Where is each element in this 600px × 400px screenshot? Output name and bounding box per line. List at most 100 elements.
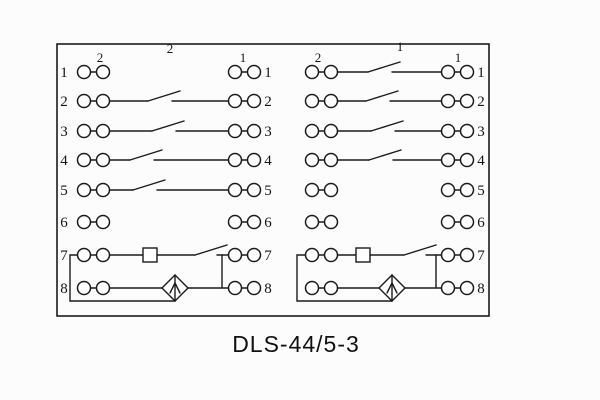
terminal-row: 2: [304, 90, 485, 110]
terminal-circle: [246, 247, 262, 263]
terminal-number-right: 8: [477, 281, 485, 297]
terminal-number-right: 3: [477, 124, 485, 140]
terminal-circle: [246, 152, 262, 168]
terminal-row: 3: [304, 120, 485, 140]
terminal-number-left: 2: [60, 94, 68, 110]
terminal-circle: [440, 64, 456, 80]
terminal-number-right: 4: [264, 153, 272, 169]
terminal-circle: [304, 247, 320, 263]
terminal-circle: [304, 214, 320, 230]
terminal-circle: [323, 280, 339, 296]
diagram-caption: DLS-44/5-3: [232, 331, 360, 357]
loop-wire: [296, 254, 393, 302]
terminal-circle: [95, 214, 111, 230]
terminal-circle: [95, 123, 111, 139]
terminal-number-right: 7: [477, 248, 485, 264]
terminal-number-left: 6: [60, 215, 68, 231]
terminal-circle: [304, 280, 320, 296]
terminal-number-right: 6: [477, 215, 485, 231]
terminal-circle: [323, 182, 339, 198]
contact-blade: [403, 244, 437, 256]
terminal-circle: [323, 214, 339, 230]
terminal-circle: [459, 214, 475, 230]
terminal-circle: [95, 152, 111, 168]
contact-blade: [147, 90, 181, 102]
terminal-circle: [76, 152, 92, 168]
contact-blade: [370, 120, 404, 132]
terminal-number-right: 2: [264, 94, 272, 110]
terminal-number-right: 1: [477, 65, 485, 81]
contact-group-label: 1: [397, 39, 404, 54]
terminal-circle: [459, 64, 475, 80]
terminal-circle: [459, 93, 475, 109]
terminal-number-left: 3: [60, 124, 68, 140]
terminal-number-right: 7: [264, 248, 272, 264]
terminal-circle: [76, 182, 92, 198]
contact-group-label: 2: [167, 41, 174, 56]
terminal-number-right: 3: [264, 124, 272, 140]
terminal-circle: [227, 123, 243, 139]
terminal-circle: [459, 152, 475, 168]
contact-blade: [129, 149, 163, 161]
terminal-number-right: 1: [264, 65, 272, 81]
terminal-circle: [95, 182, 111, 198]
terminal-circle: [440, 93, 456, 109]
terminal-circle: [76, 64, 92, 80]
terminal-circle: [76, 123, 92, 139]
terminal-circle: [76, 280, 92, 296]
terminal-number-left: 4: [60, 153, 68, 169]
contact-blade: [365, 90, 399, 102]
loop-wire: [69, 254, 176, 302]
terminal-row: 7: [304, 244, 485, 264]
terminal-circle: [440, 123, 456, 139]
terminal-circle: [76, 214, 92, 230]
terminal-row: 8: [304, 274, 485, 302]
terminal-circle: [459, 182, 475, 198]
terminal-circle: [246, 182, 262, 198]
terminal-circle: [246, 123, 262, 139]
terminal-circle: [227, 64, 243, 80]
terminal-number-right: 6: [264, 215, 272, 231]
terminal-circle: [459, 123, 475, 139]
terminal-circle: [459, 280, 475, 296]
terminal-number-right: 4: [477, 153, 485, 169]
terminal-number-left: 8: [60, 281, 68, 297]
rectifier-arrow: [386, 281, 398, 294]
terminal-circle: [304, 123, 320, 139]
terminal-circle: [323, 152, 339, 168]
resistor-box: [355, 247, 371, 263]
terminal-circle: [246, 214, 262, 230]
terminal-circle: [459, 247, 475, 263]
terminal-circle: [304, 64, 320, 80]
terminal-circle: [95, 64, 111, 80]
terminal-circle: [95, 280, 111, 296]
terminal-number-right: 8: [264, 281, 272, 297]
terminal-row: 4: [304, 149, 485, 169]
terminal-circle: [227, 214, 243, 230]
terminal-circle: [323, 64, 339, 80]
terminal-circle: [246, 280, 262, 296]
terminal-circle: [440, 214, 456, 230]
terminal-circle: [304, 152, 320, 168]
terminal-circle: [227, 247, 243, 263]
terminal-row: 6: [304, 214, 485, 231]
terminal-circle: [227, 182, 243, 198]
terminal-number-left: 1: [60, 65, 68, 81]
terminal-circle: [304, 93, 320, 109]
contact-group-label: 1: [240, 50, 247, 65]
terminal-number-left: 5: [60, 183, 68, 199]
terminal-circle: [323, 93, 339, 109]
terminal-circle: [246, 64, 262, 80]
terminal-circle: [246, 93, 262, 109]
diagram-border: [56, 43, 490, 317]
